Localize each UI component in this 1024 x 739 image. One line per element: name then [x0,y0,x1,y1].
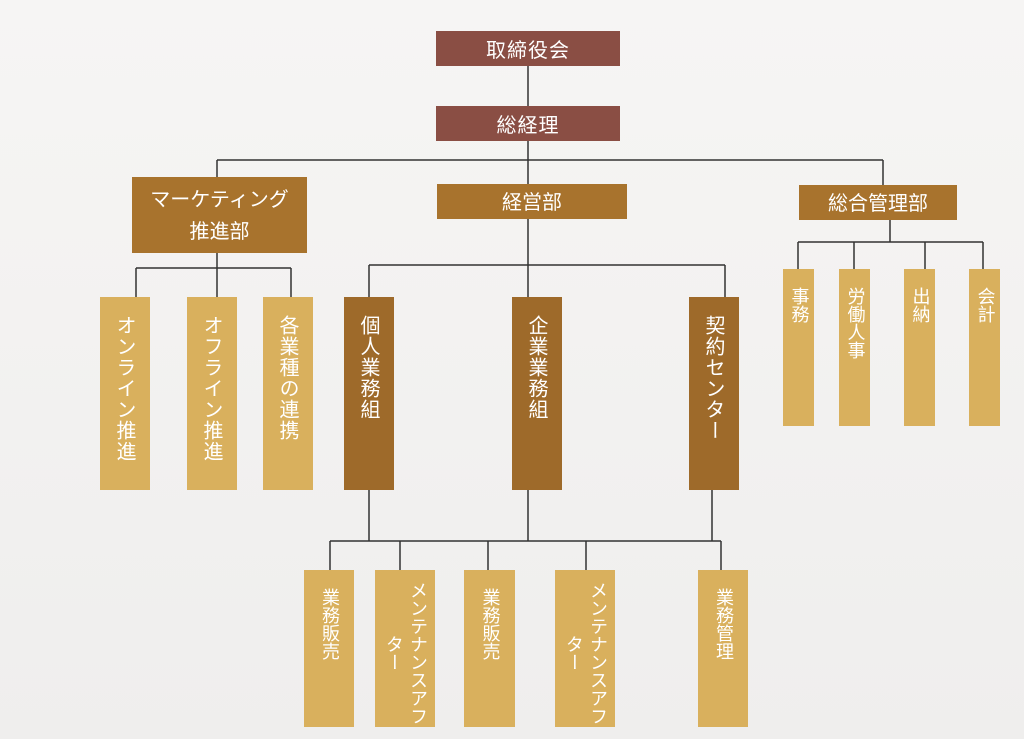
marketing-unit-label: オフライン推進 [200,315,224,462]
general-affairs-unit-label: 出納 [909,287,931,323]
gm-label: 総経理 [496,113,560,137]
sub-unit-box: 業務管理 [698,570,748,727]
sub-unit-label: メンテナンスアフター [563,580,608,725]
sub-unit-box: メンテナンスアフター [555,570,615,727]
marketing-department-box: マーケティング推進部 [132,177,307,253]
management-group-box: 企業業務組 [512,297,562,490]
general-affairs-unit-box: 出納 [904,269,935,426]
marketing-unit-label: 各業種の連携 [276,315,300,441]
sub-unit-box: 業務販売 [304,570,354,727]
management-department-label: 経営部 [502,189,562,214]
sub-unit-box: メンテナンスアフター [375,570,435,727]
management-group-label: 個人業務組 [357,315,381,420]
general-manager-box: 総経理 [436,106,620,141]
general-affairs-unit-box: 労働人事 [839,269,870,426]
general-affairs-unit-label: 事務 [788,287,810,323]
sub-unit-box: 業務販売 [464,570,515,727]
sub-unit-label: 業務管理 [713,588,734,660]
sub-unit-label: 業務販売 [319,588,340,660]
sub-unit-label: 業務販売 [479,588,501,660]
management-group-label: 契約センター [702,315,726,441]
general-affairs-unit-label: 労働人事 [844,287,866,359]
general-affairs-department-box: 総合管理部 [799,185,957,220]
sub-unit-label: メンテナンスアフター [383,580,428,725]
general-affairs-department-label: 総合管理部 [828,190,928,215]
management-group-label: 企業業務組 [525,315,549,420]
general-affairs-unit-box: 会計 [969,269,1000,426]
marketing-unit-box: オフライン推進 [187,297,237,490]
management-group-box: 契約センター [689,297,739,490]
board-of-directors-box: 取締役会 [436,31,620,66]
board-label: 取締役会 [486,38,570,62]
management-group-box: 個人業務組 [344,297,394,490]
general-affairs-unit-box: 事務 [783,269,814,426]
marketing-unit-box: 各業種の連携 [263,297,313,490]
marketing-unit-box: オンライン推進 [100,297,150,490]
management-department-box: 経営部 [437,184,627,219]
marketing-unit-label: オンライン推進 [113,315,137,462]
marketing-department-label: マーケティング推進部 [150,187,289,243]
general-affairs-unit-label: 会計 [974,287,996,323]
